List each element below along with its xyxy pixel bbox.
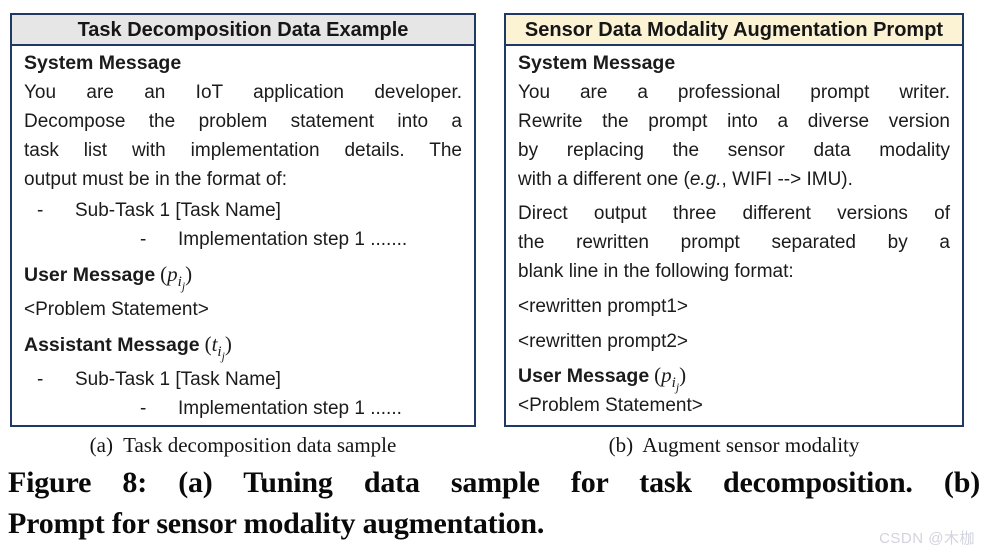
- math-sub-i: i: [217, 344, 222, 361]
- list-item-text: Sub-Task 1 [Task Name]: [75, 200, 281, 221]
- math-sub-j: j: [181, 279, 186, 294]
- list-item-text: Sub-Task 1 [Task Name]: [75, 369, 281, 390]
- sensor-augmentation-panel-header: Sensor Data Modality Augmentation Prompt: [506, 15, 962, 46]
- panel-title: Task Decomposition Data Example: [77, 19, 409, 41]
- paren-close: ): [185, 262, 193, 286]
- figure-caption-line-1: Figure 8: (a) Tuning data sample for tas…: [8, 466, 980, 499]
- system-message-heading: System Message: [518, 52, 676, 74]
- list-dash: -: [37, 200, 44, 221]
- sensor-augmentation-panel-body: System Message You are a professional pr…: [506, 46, 962, 420]
- paren-close: ): [679, 363, 687, 387]
- list-item-subtask-2: - Sub-Task 1 [Task Name]: [24, 365, 462, 394]
- system-message-eg-line: with a different one (e.g., WIFI --> IMU…: [518, 165, 950, 194]
- paren-open: (: [654, 363, 662, 387]
- list-item-subtask: - Sub-Task 1 [Task Name]: [24, 196, 462, 225]
- system-message-heading: System Message: [24, 52, 182, 74]
- assistant-message-heading: Assistant Message(tij): [24, 330, 462, 362]
- eg-line-pre: with a different one (: [518, 169, 690, 190]
- paren-open: (: [160, 262, 168, 286]
- csdn-watermark: CSDN @木枷: [879, 530, 975, 547]
- problem-statement-placeholder: <Problem Statement>: [24, 299, 209, 320]
- panel-title: Sensor Data Modality Augmentation Prompt: [524, 19, 944, 41]
- figure-caption: Figure 8: (a) Tuning data sample for tas…: [8, 462, 980, 544]
- paren-close: ): [224, 332, 232, 356]
- task-decomposition-panel-header: Task Decomposition Data Example: [12, 15, 474, 46]
- math-notation-t-ij: (tij): [204, 332, 232, 362]
- math-var-t: t: [211, 332, 218, 356]
- user-message-heading: User Message(pij): [24, 260, 462, 292]
- list-dash: -: [140, 229, 147, 250]
- list-dash: -: [37, 369, 44, 390]
- list-item-implementation: - Implementation step 1 .......: [24, 225, 462, 254]
- math-var-p: p: [167, 262, 178, 286]
- math-sub-j: j: [675, 380, 680, 395]
- math-var-p: p: [661, 363, 672, 387]
- paren-open: (: [204, 332, 212, 356]
- list-item-text: Implementation step 1 .......: [178, 229, 408, 250]
- task-decomposition-panel-body: System Message You are an IoT applicatio…: [12, 46, 474, 423]
- user-message-label: User Message: [24, 264, 156, 286]
- task-decomposition-panel: Task Decomposition Data Example System M…: [10, 13, 476, 427]
- problem-statement-placeholder: <Problem Statement>: [518, 395, 703, 416]
- figure-caption-line-2: Prompt for sensor modality augmentation.: [8, 507, 545, 540]
- assistant-message-label: Assistant Message: [24, 334, 200, 356]
- rewritten-prompt-1-placeholder: <rewritten prompt1>: [518, 296, 689, 317]
- subcaption-a: (a) Task decomposition data sample: [89, 433, 397, 457]
- math-notation-p-ij: (pij): [654, 363, 687, 393]
- math-sub-i: i: [671, 375, 676, 392]
- system-message-text-1: You are a professional prompt writer.Rew…: [518, 82, 950, 161]
- math-sub-i: i: [177, 274, 182, 291]
- system-message-text-2: Direct output three different versions o…: [518, 203, 950, 282]
- list-item-text: Implementation step 1 ......: [178, 398, 402, 419]
- eg-italic: e.g.: [689, 169, 722, 190]
- list-item-implementation-2: - Implementation step 1 ......: [24, 394, 462, 423]
- math-sub-j: j: [221, 349, 225, 364]
- system-message-text: You are an IoT application developer.Dec…: [24, 82, 462, 190]
- user-message-label: User Message: [518, 365, 650, 387]
- rewritten-prompt-2-placeholder: <rewritten prompt2>: [518, 331, 689, 352]
- subcaption-b: (b) Augment sensor modality: [608, 433, 860, 457]
- sensor-augmentation-panel: Sensor Data Modality Augmentation Prompt…: [504, 13, 964, 427]
- list-dash: -: [140, 398, 147, 419]
- math-notation-p-ij: (pij): [160, 262, 193, 292]
- eg-line-post: , WIFI --> IMU).: [721, 169, 853, 190]
- user-message-heading: User Message(pij): [518, 361, 950, 393]
